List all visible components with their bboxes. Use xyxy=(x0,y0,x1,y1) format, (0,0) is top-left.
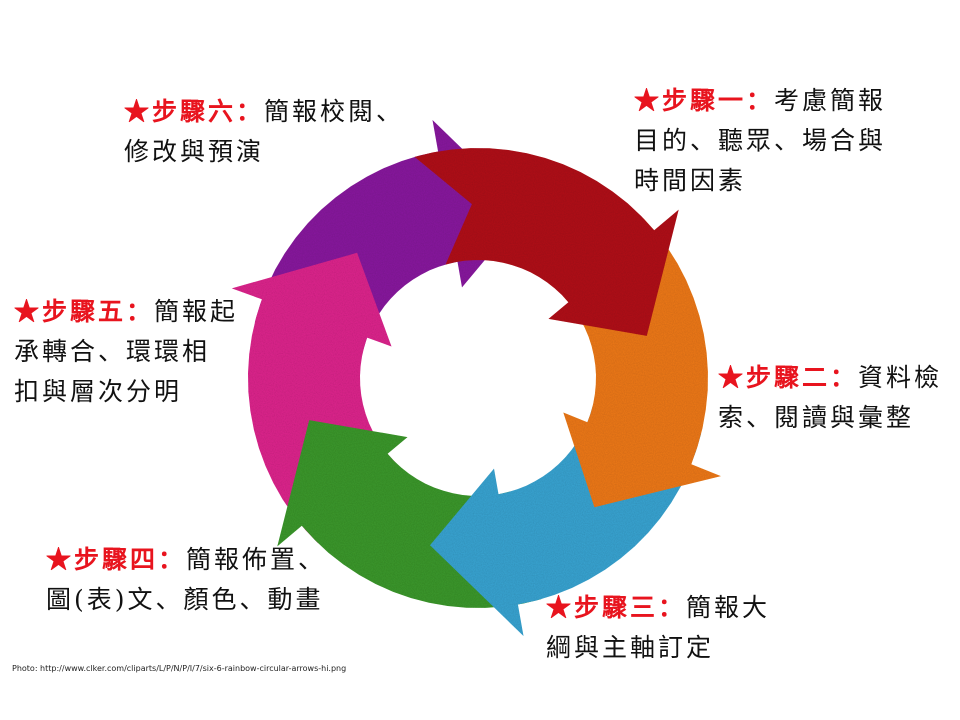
step-3-head: ★步驟三： xyxy=(546,593,687,622)
step-4-head: ★步驟四： xyxy=(46,545,187,574)
step-1-label: ★步驟一：考慮簡報 目的、聽眾、場合與 時間因素 xyxy=(634,81,886,201)
step-5-text-1: 簡報起 xyxy=(154,297,239,326)
step-2-label: ★步驟二：資料檢 索、閱讀與彙整 xyxy=(718,358,942,438)
step-4-text-1: 簡報佈置、 xyxy=(186,545,327,574)
step-1-text-3: 時間因素 xyxy=(634,166,747,195)
step-3-text-2: 綱與主軸訂定 xyxy=(546,633,715,662)
step-1-text-2: 目的、聽眾、場合與 xyxy=(634,126,887,155)
step-2-head: ★步驟二： xyxy=(718,363,859,392)
step-4-label: ★步驟四：簡報佈置、 圖(表)文、顏色、動畫 xyxy=(46,540,326,620)
step-1-head: ★步驟一： xyxy=(634,86,775,115)
step-2-text-1: 資料檢 xyxy=(858,363,943,392)
step-6-text-2: 修改與預演 xyxy=(124,137,265,166)
step-2-text-2: 索、閱讀與彙整 xyxy=(718,403,915,432)
step-4-text-2: 圖(表)文、顏色、動畫 xyxy=(46,585,324,614)
cycle-arrow-step-6 xyxy=(414,148,679,336)
cycle-arrow-step-4 xyxy=(231,252,396,544)
step-5-head: ★步驟五： xyxy=(14,297,155,326)
cycle-arrow-step-1 xyxy=(562,218,721,508)
step-5-text-2: 承轉合、環環相 xyxy=(14,337,211,366)
step-3-label: ★步驟三：簡報大 綱與主軸訂定 xyxy=(546,588,770,668)
photo-credit: Photo: http://www.clker.com/cliparts/L/P… xyxy=(12,664,347,673)
step-6-label: ★步驟六：簡報校閱、 修改與預演 xyxy=(124,92,404,172)
step-5-text-3: 扣與層次分明 xyxy=(14,377,183,406)
step-5-label: ★步驟五：簡報起 承轉合、環環相 扣與層次分明 xyxy=(14,292,238,412)
step-6-text-1: 簡報校閱、 xyxy=(264,97,405,126)
step-3-text-1: 簡報大 xyxy=(686,593,771,622)
step-6-head: ★步驟六： xyxy=(124,97,265,126)
step-1-text-1: 考慮簡報 xyxy=(774,86,887,115)
